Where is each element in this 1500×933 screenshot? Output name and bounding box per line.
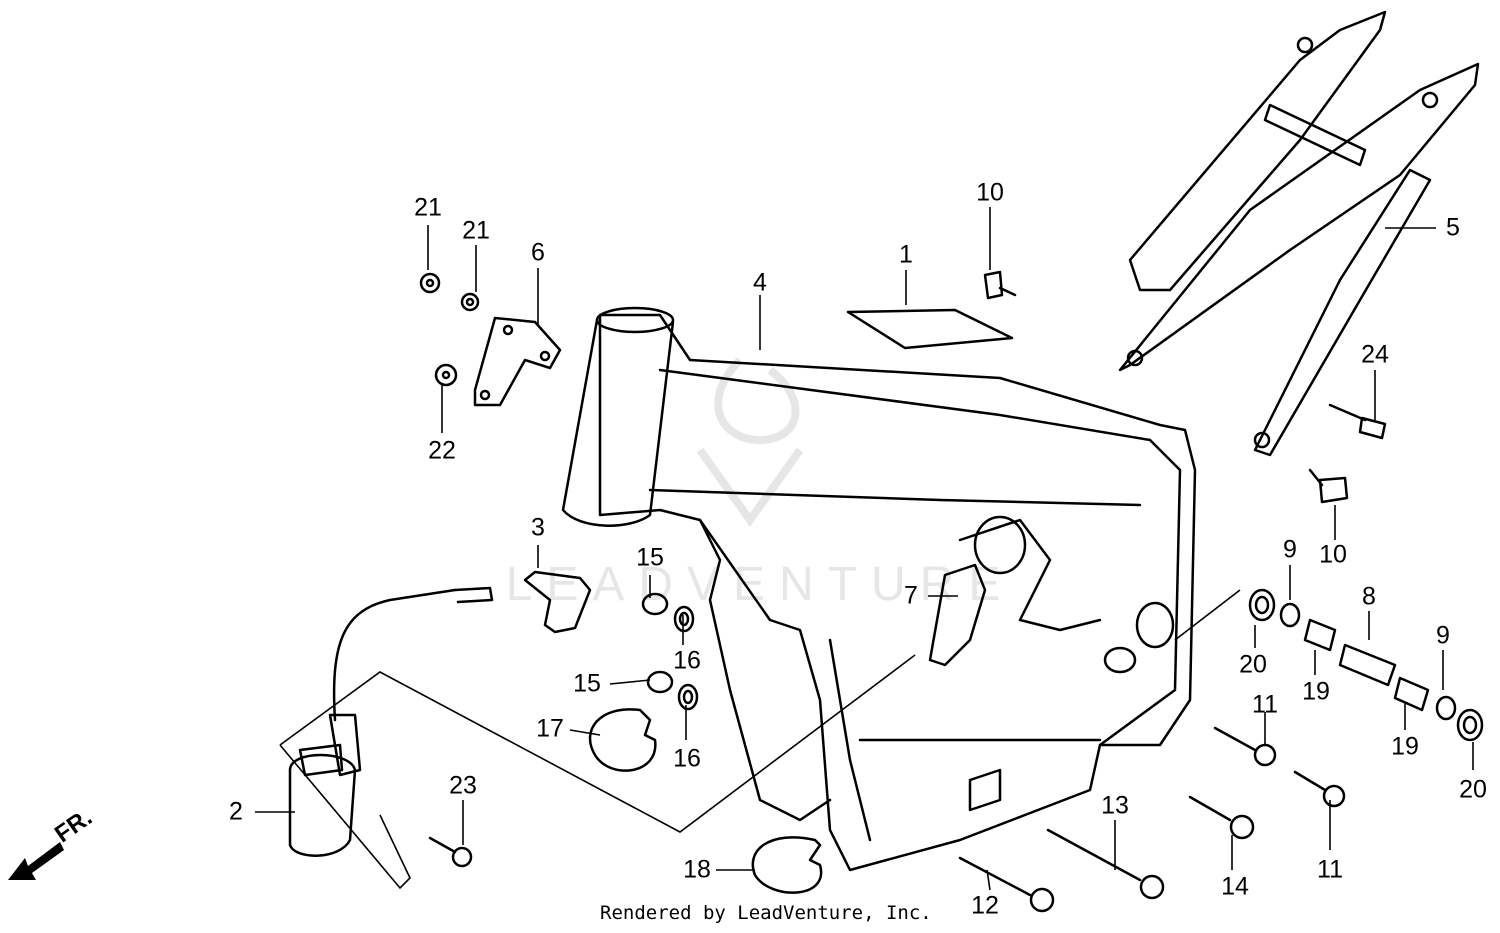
part-20-seal-lower — [1456, 708, 1484, 742]
part-13-bolt — [1046, 828, 1165, 900]
callout-6: 6 — [531, 238, 545, 267]
callout-23: 23 — [449, 771, 477, 800]
callout-10a: 10 — [976, 178, 1004, 207]
callout-8: 8 — [1362, 582, 1376, 611]
callout-21a: 21 — [414, 193, 442, 222]
part-11-bolt-lower — [1293, 770, 1346, 808]
callout-19b: 19 — [1391, 732, 1419, 761]
callout-16a: 16 — [673, 646, 701, 675]
part-3-cap — [523, 570, 592, 634]
callout-19a: 19 — [1302, 677, 1330, 706]
callout-15b: 15 — [573, 669, 601, 698]
callout-13: 13 — [1101, 791, 1129, 820]
part-14-bolt — [1188, 795, 1255, 840]
part-6-bracket — [473, 316, 562, 407]
part-15-nut-lower — [646, 670, 674, 694]
callout-14: 14 — [1221, 872, 1249, 901]
part-18-clamp — [751, 836, 823, 894]
callout-15a: 15 — [636, 543, 664, 572]
part-12-bolt — [958, 856, 1055, 913]
part-10-bolt-upper — [983, 270, 1017, 300]
callout-10b: 10 — [1319, 540, 1347, 569]
callout-18: 18 — [683, 855, 711, 884]
callout-3: 3 — [531, 513, 545, 542]
part-16-washer-lower — [677, 683, 699, 711]
callout-24: 24 — [1361, 340, 1389, 369]
callout-17: 17 — [536, 714, 564, 743]
leader-lines — [255, 207, 1474, 891]
callout-9a: 9 — [1283, 535, 1297, 564]
part-10-bolt-lower — [1308, 468, 1349, 504]
callout-20b: 20 — [1459, 775, 1487, 804]
part-24-bolt — [1328, 403, 1387, 440]
callout-22: 22 — [428, 436, 456, 465]
part-20-seal-upper — [1248, 588, 1276, 622]
main-frame — [598, 313, 1197, 872]
callout-16b: 16 — [673, 744, 701, 773]
part-17-clamp — [588, 708, 657, 772]
callout-9b: 9 — [1436, 621, 1450, 650]
part-9-washer-lower — [1435, 695, 1457, 721]
callout-11b: 11 — [1317, 855, 1343, 884]
callout-21b: 21 — [462, 216, 490, 245]
callout-4: 4 — [753, 268, 767, 297]
credit-text: Rendered by LeadVenture, Inc. — [600, 902, 932, 924]
watermark-text: LEADVENTURE — [506, 558, 1015, 611]
callout-20a: 20 — [1239, 650, 1267, 679]
part-19-bearing-lower — [1393, 676, 1430, 712]
part-11-bolt-upper — [1213, 726, 1277, 767]
part-21-nut-b — [460, 292, 480, 312]
part-9-washer-upper — [1279, 602, 1301, 628]
part-22-nut — [434, 363, 458, 387]
part-8-collar — [1338, 643, 1397, 687]
part-2-ignition-coil — [288, 586, 494, 857]
callout-11a: 11 — [1252, 690, 1278, 719]
callout-1: 1 — [899, 240, 913, 269]
part-23-bolt — [428, 836, 473, 868]
part-19-bearing-upper — [1303, 618, 1337, 652]
head-pipe — [561, 306, 675, 527]
part-15-nut-upper — [641, 592, 669, 616]
callout-12: 12 — [971, 891, 999, 920]
callout-2: 2 — [229, 797, 243, 826]
callout-7: 7 — [904, 581, 918, 610]
part-16-washer-upper — [673, 605, 695, 633]
watermark-logo — [696, 357, 804, 527]
callout-5: 5 — [1446, 213, 1460, 242]
part-5-subframe — [1118, 10, 1480, 457]
part-1-pad — [846, 308, 1014, 350]
front-direction-arrow-icon — [8, 842, 64, 880]
part-21-nut-a — [419, 272, 441, 294]
part-7-plate — [928, 563, 987, 667]
